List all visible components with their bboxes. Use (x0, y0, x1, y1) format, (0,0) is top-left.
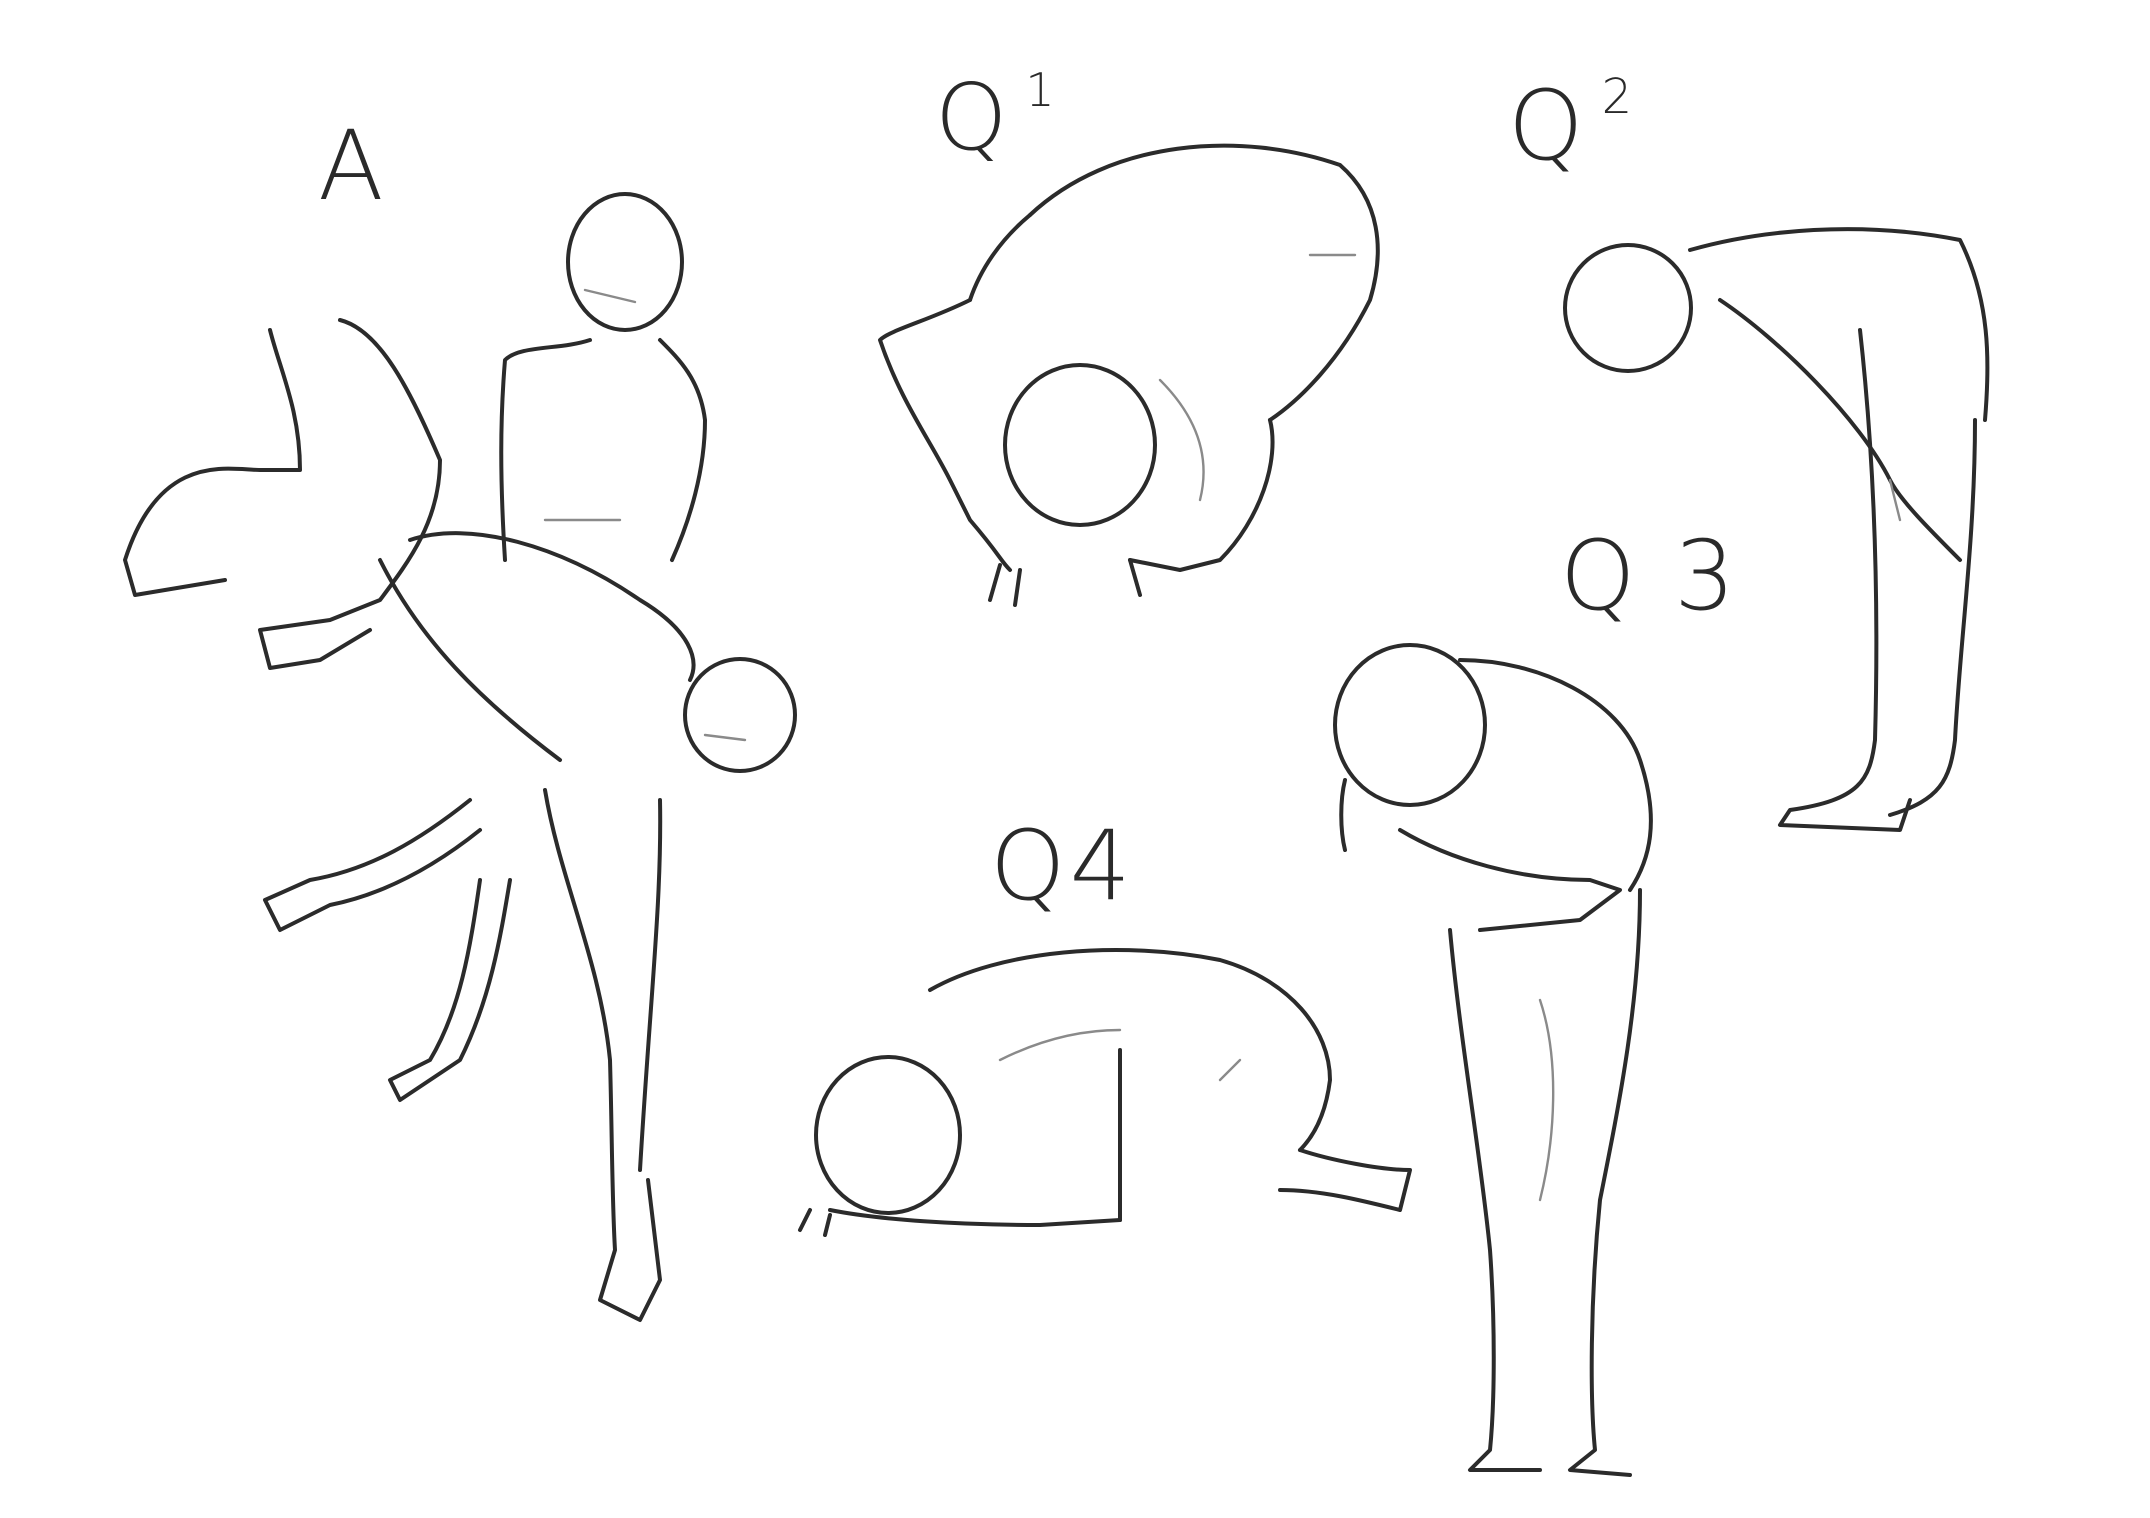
carry-pose-icon (123, 192, 797, 1322)
kneeling-bow-pose-icon (798, 948, 1412, 1237)
bent-over-hold-stomach-pose-icon (1333, 643, 1653, 1477)
deep-bow-pose-icon (1563, 227, 1990, 832)
crouch-forward-pose-icon (878, 143, 1380, 607)
label-q3: Q 3 (1560, 520, 1740, 632)
label-q4: Q4 (990, 810, 1135, 922)
label-a: A (318, 110, 388, 222)
